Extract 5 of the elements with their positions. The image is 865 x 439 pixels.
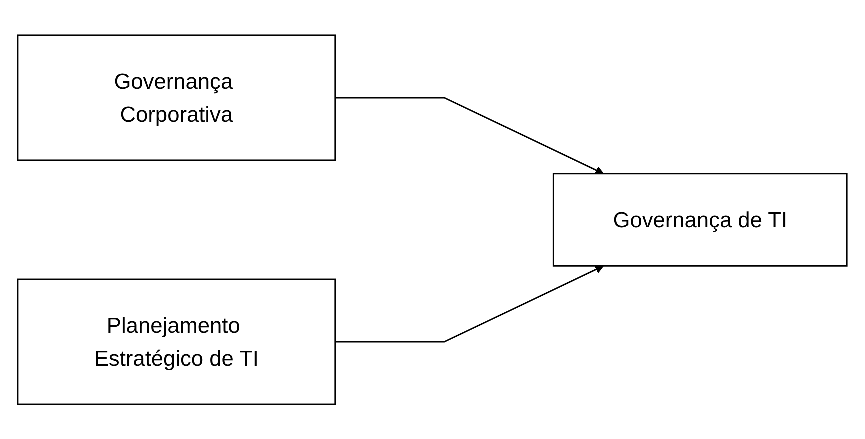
arrow — [335, 265, 604, 342]
node-box: Governança Corporativa — [17, 34, 336, 161]
node-box: Governança de TI — [552, 172, 848, 266]
arrow — [335, 96, 604, 174]
node-box: Planejamento Estratégico de TI — [17, 278, 336, 405]
